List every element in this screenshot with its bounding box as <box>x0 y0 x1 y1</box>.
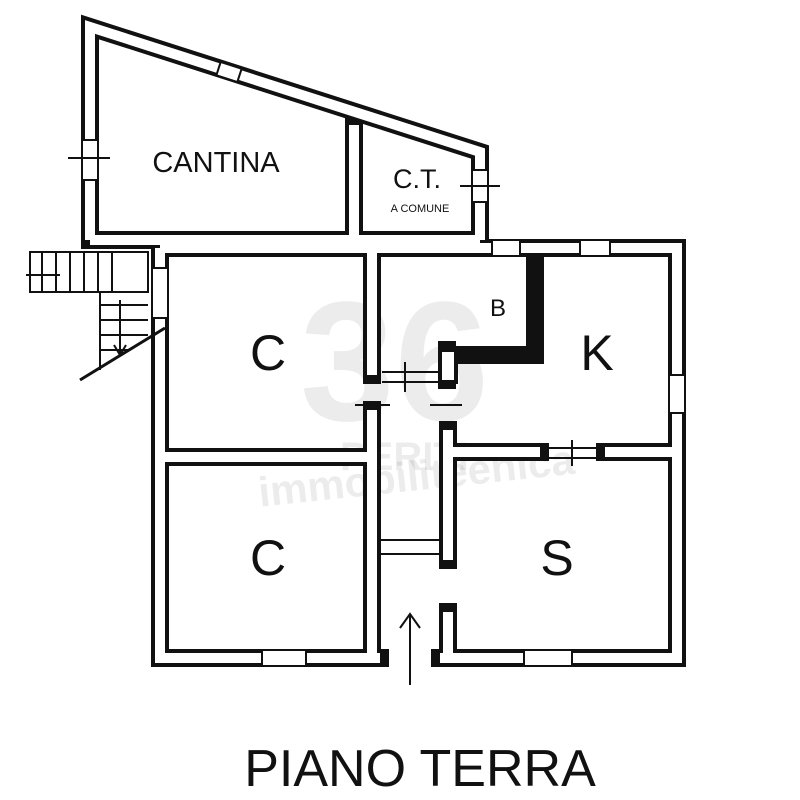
windows-and-doors <box>68 60 686 667</box>
room-label-b: B <box>490 295 506 322</box>
room-label-c1: C <box>250 325 286 381</box>
room-labels: CANTINA C.T. A COMUNE B C K C S <box>152 147 613 586</box>
room-sublabel-ct: A COMUNE <box>391 203 450 215</box>
entrance-arrow-icon <box>399 612 421 685</box>
room-label-c2: C <box>250 530 286 586</box>
room-label-s: S <box>540 530 573 586</box>
stairs <box>26 251 166 382</box>
plan-title: PIANO TERRA <box>244 740 596 798</box>
room-label-k: K <box>580 325 613 381</box>
room-label-ct: C.T. <box>393 164 441 194</box>
room-label-cantina: CANTINA <box>152 147 280 179</box>
